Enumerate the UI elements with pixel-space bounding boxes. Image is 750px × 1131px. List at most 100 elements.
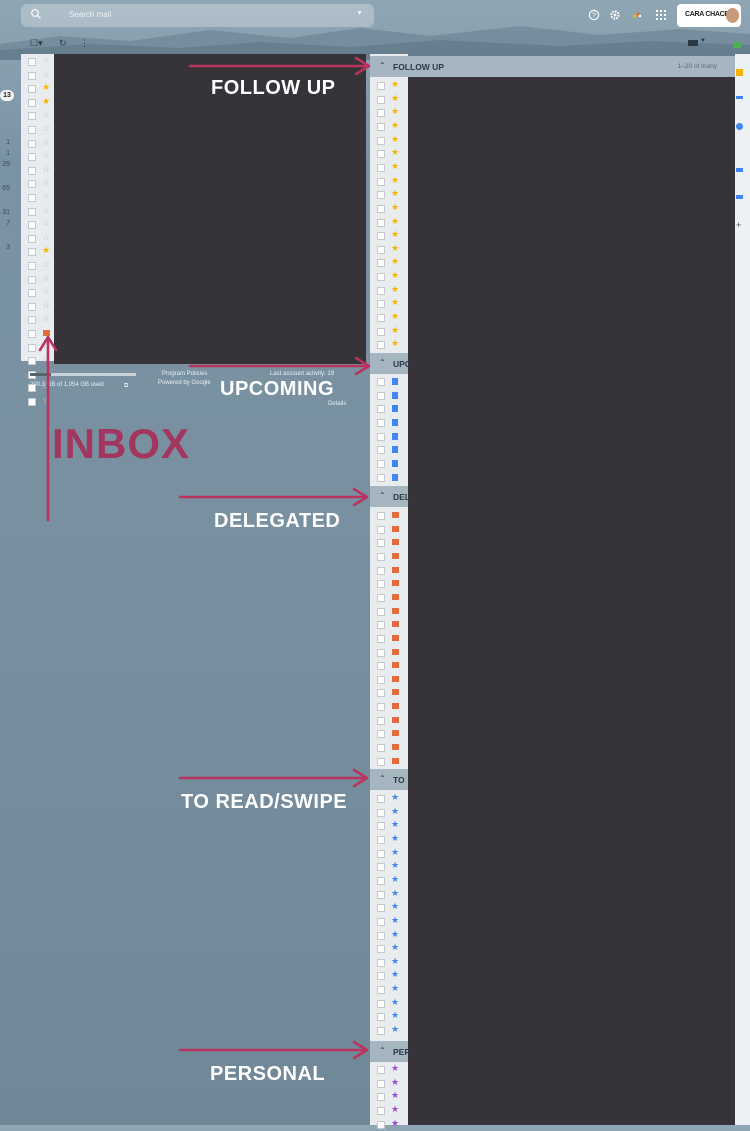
- row-checkbox[interactable]: [377, 418, 385, 427]
- star-icon[interactable]: ★: [391, 901, 400, 912]
- star-icon[interactable]: ★: [391, 133, 400, 144]
- search-icon[interactable]: [30, 8, 42, 20]
- message-row[interactable]: [370, 416, 403, 429]
- message-row[interactable]: ☆: [21, 164, 54, 177]
- row-checkbox[interactable]: [377, 341, 385, 350]
- row-checkbox[interactable]: [28, 58, 36, 66]
- row-checkbox[interactable]: [377, 327, 385, 336]
- row-checkbox[interactable]: [377, 795, 385, 803]
- message-row[interactable]: [370, 755, 403, 768]
- search-input[interactable]: Search mail: [69, 10, 112, 19]
- message-row[interactable]: ★: [370, 134, 403, 147]
- message-row[interactable]: ☆: [21, 137, 54, 150]
- row-checkbox[interactable]: [377, 432, 385, 441]
- message-row[interactable]: [370, 741, 403, 754]
- row-checkbox[interactable]: [28, 234, 36, 243]
- star-icon[interactable]: ★: [391, 805, 400, 816]
- important-marker-icon[interactable]: [392, 552, 399, 559]
- collapse-caret-icon[interactable]: ⌃: [379, 358, 386, 367]
- message-row[interactable]: [370, 727, 403, 740]
- star-icon[interactable]: ★: [391, 201, 400, 212]
- row-checkbox[interactable]: [28, 302, 36, 311]
- row-checkbox[interactable]: [377, 177, 385, 186]
- row-checkbox[interactable]: [377, 378, 385, 386]
- message-row[interactable]: ★: [370, 1090, 403, 1103]
- message-row[interactable]: ☆: [21, 259, 54, 272]
- star-icon[interactable]: ☆: [42, 123, 51, 133]
- message-row[interactable]: ★: [370, 942, 403, 955]
- section-header-personal[interactable]: ⌃ PER: [370, 1041, 410, 1062]
- message-row[interactable]: ★: [370, 1024, 403, 1037]
- star-icon[interactable]: ★: [391, 106, 400, 117]
- message-row[interactable]: ☆: [21, 109, 54, 122]
- row-checkbox[interactable]: [28, 248, 36, 257]
- row-checkbox[interactable]: [377, 459, 385, 468]
- star-icon[interactable]: ★: [391, 914, 400, 925]
- star-icon[interactable]: ★: [391, 92, 400, 103]
- message-row[interactable]: ★: [370, 792, 403, 805]
- star-icon[interactable]: ★: [391, 160, 400, 171]
- star-icon[interactable]: ★: [391, 996, 400, 1007]
- label-icon[interactable]: [392, 418, 398, 426]
- message-row[interactable]: ★: [370, 915, 403, 928]
- row-checkbox[interactable]: [377, 1093, 385, 1102]
- star-icon[interactable]: ★: [391, 338, 400, 349]
- section-header-delegated[interactable]: ⌃ DEL: [370, 486, 410, 507]
- message-row[interactable]: ★: [370, 284, 403, 297]
- row-checkbox[interactable]: [28, 85, 36, 94]
- row-checkbox[interactable]: [377, 191, 385, 200]
- message-row[interactable]: ★: [370, 983, 403, 996]
- label-icon[interactable]: [392, 446, 398, 454]
- message-row[interactable]: ☆: [21, 55, 54, 68]
- message-row[interactable]: [370, 591, 403, 604]
- message-row[interactable]: ☆: [21, 123, 54, 136]
- message-row[interactable]: ★: [370, 929, 403, 942]
- row-checkbox[interactable]: [377, 1013, 385, 1022]
- row-checkbox[interactable]: [377, 730, 385, 739]
- message-row[interactable]: ☆: [21, 273, 54, 286]
- message-row[interactable]: ★: [370, 1063, 403, 1076]
- message-row[interactable]: ★: [21, 245, 54, 258]
- collapse-caret-icon[interactable]: ⌃: [379, 491, 386, 500]
- row-checkbox[interactable]: [377, 539, 385, 548]
- row-checkbox[interactable]: [28, 98, 36, 107]
- row-checkbox[interactable]: [377, 958, 385, 967]
- message-row[interactable]: [370, 577, 403, 590]
- row-checkbox[interactable]: [377, 218, 385, 227]
- star-icon[interactable]: ★: [391, 846, 400, 857]
- star-icon[interactable]: ☆: [42, 136, 51, 147]
- message-row[interactable]: ☆: [21, 354, 54, 367]
- important-marker-icon[interactable]: [392, 757, 399, 764]
- row-checkbox[interactable]: [377, 621, 385, 630]
- message-row[interactable]: ☆: [21, 313, 54, 326]
- message-row[interactable]: ★: [370, 338, 403, 351]
- row-checkbox[interactable]: [377, 986, 385, 995]
- row-checkbox[interactable]: [377, 552, 385, 561]
- message-row[interactable]: [370, 389, 403, 402]
- row-checkbox[interactable]: [377, 136, 385, 145]
- message-row[interactable]: ★: [370, 997, 403, 1010]
- extension-icon[interactable]: [631, 9, 643, 21]
- row-checkbox[interactable]: [377, 607, 385, 616]
- row-checkbox[interactable]: [377, 1106, 385, 1115]
- row-checkbox[interactable]: [28, 343, 36, 352]
- message-row[interactable]: ☆: [21, 381, 54, 394]
- message-row[interactable]: ☆: [21, 395, 54, 408]
- star-icon[interactable]: ☆: [42, 381, 51, 392]
- row-checkbox[interactable]: [377, 512, 385, 520]
- row-checkbox[interactable]: [377, 716, 385, 725]
- message-row[interactable]: [370, 443, 403, 456]
- message-row[interactable]: ★: [370, 147, 403, 160]
- addon-icon[interactable]: [736, 195, 743, 199]
- important-marker-icon[interactable]: [392, 662, 399, 669]
- row-checkbox[interactable]: [377, 566, 385, 575]
- row-checkbox[interactable]: [377, 473, 385, 482]
- refresh-icon[interactable]: ↻: [59, 38, 67, 48]
- star-icon[interactable]: ★: [391, 188, 400, 199]
- important-marker-icon[interactable]: [392, 675, 399, 682]
- message-row[interactable]: ★: [370, 202, 403, 215]
- message-row[interactable]: ★: [370, 161, 403, 174]
- star-icon[interactable]: ★: [391, 79, 400, 89]
- star-icon[interactable]: ★: [391, 1024, 400, 1035]
- search-options-icon[interactable]: ▼: [356, 10, 363, 17]
